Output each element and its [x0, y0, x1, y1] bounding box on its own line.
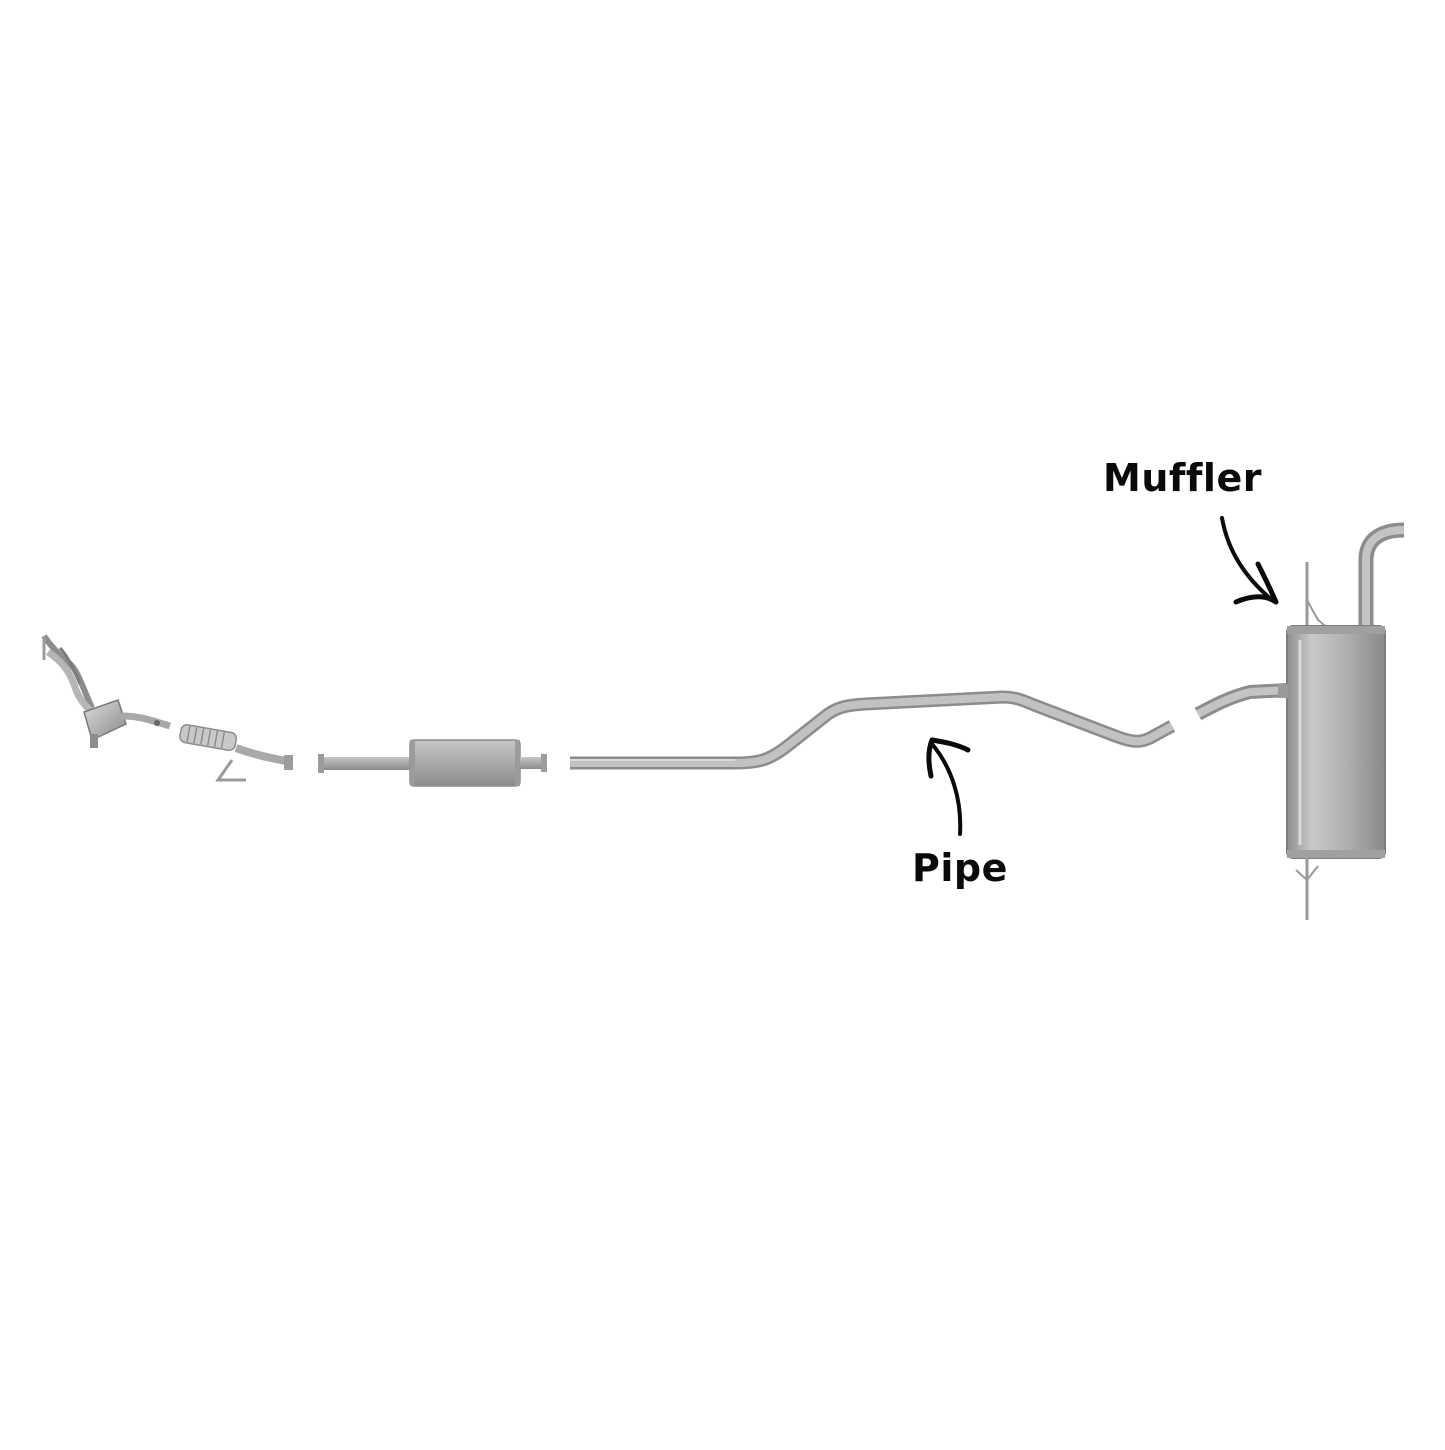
rear-muffler-assembly — [1194, 522, 1405, 920]
muffler-callout-arrow — [1220, 516, 1279, 605]
front-pipe-assembly — [41, 634, 293, 782]
intermediate-pipe — [570, 690, 1176, 770]
muffler-label: Muffler — [1103, 456, 1262, 500]
pipe-label: Pipe — [912, 846, 1008, 890]
pipe-callout-arrow — [926, 737, 971, 836]
middle-silencer-assembly — [318, 739, 547, 787]
